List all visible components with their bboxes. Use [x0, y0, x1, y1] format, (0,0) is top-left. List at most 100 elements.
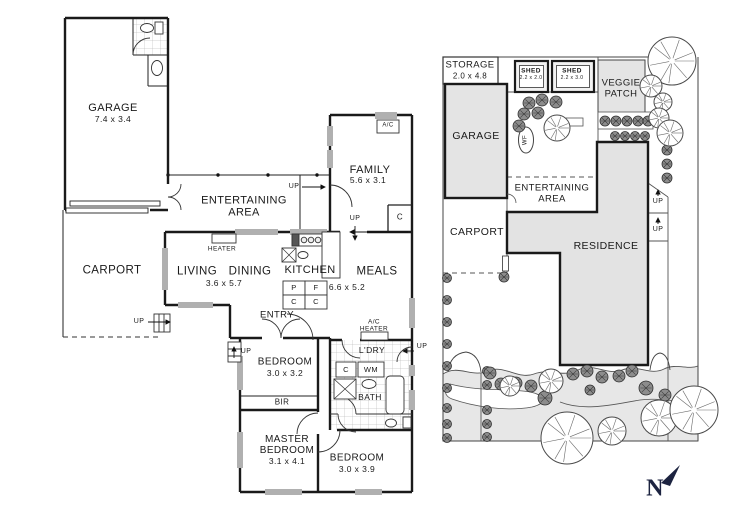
toilet	[385, 418, 397, 428]
tree-icon	[540, 411, 594, 465]
up-label-site-2: UP	[652, 226, 664, 234]
cupboard-laundry-label: C	[343, 364, 349, 374]
shrub-icon	[599, 115, 611, 127]
dining-label: DINING	[228, 265, 272, 278]
laundry-fixtures	[330, 361, 412, 429]
garage-label: GARAGE	[88, 101, 138, 114]
shrub-icon	[482, 432, 492, 442]
meals-ac-heater	[360, 331, 389, 341]
storage-label: STORAGE	[445, 59, 495, 71]
fridge-label: F	[313, 282, 319, 292]
shrub-icon	[524, 379, 538, 393]
shrub-icon	[512, 119, 526, 133]
tree-icon	[538, 368, 564, 394]
shrub-icon	[483, 366, 497, 380]
shrub-icon	[498, 271, 510, 283]
shrub-icon	[640, 131, 650, 141]
cupboard-meals-label: C	[396, 212, 404, 222]
up-arrows	[148, 184, 414, 358]
family-label: FAMILY	[349, 163, 391, 176]
tree-icon	[597, 416, 627, 446]
kitchen-label: KITCHEN	[284, 263, 336, 276]
bir-label: BIR	[274, 397, 290, 407]
shrub-icon	[595, 370, 609, 384]
bedroom1-label: BEDROOM	[257, 356, 313, 368]
shrub-icon	[442, 433, 452, 443]
shrub-icon	[620, 131, 630, 141]
water-feature	[518, 126, 534, 154]
shrub-icon	[442, 361, 452, 371]
master-bedroom-label: MASTER BEDROOM	[259, 433, 315, 456]
family-dims: 5.6 x 3.1	[349, 175, 387, 186]
garage-door-slab-1	[69, 200, 161, 207]
shrub-icon	[442, 403, 452, 413]
up-label-family: UP	[349, 215, 361, 223]
washing-machine	[357, 361, 385, 378]
shed-small-dims: 2.2 x 2.0	[519, 75, 543, 82]
shrub-icon	[632, 115, 644, 127]
shrub-icon	[442, 339, 452, 349]
shrub-icon	[535, 93, 549, 107]
shrub-icon	[661, 144, 673, 156]
floor-plan	[62, 16, 415, 495]
shrub-icon	[638, 380, 654, 396]
right-gate	[649, 352, 671, 371]
meals-label: MEALS	[356, 265, 398, 278]
residence-label: RESIDENCE	[573, 240, 639, 253]
compass-arrow	[661, 465, 680, 486]
veggie-patch-label: VEGGIE PATCH	[601, 77, 641, 99]
shrub-icon	[482, 419, 492, 429]
kitchen-fixtures	[281, 231, 341, 310]
tree-icon	[543, 114, 571, 142]
shed-small-inner	[519, 65, 544, 88]
tree-icon	[639, 74, 663, 98]
cupboard-kitchen-2: C	[313, 296, 319, 306]
door-arcs	[132, 37, 413, 453]
shed-large-inner	[556, 65, 590, 88]
garage-dims: 7.4 x 3.4	[94, 114, 132, 125]
up-label-laundry: UP	[416, 343, 428, 351]
family-ac-label: A/C	[382, 122, 394, 129]
shrub-icon	[517, 107, 531, 121]
pantry-label: P	[291, 282, 297, 292]
living-heater	[211, 233, 237, 244]
shed-small-label: SHED	[521, 67, 541, 75]
site-entertaining-door-arc	[506, 193, 517, 204]
up-label-deck: UP	[288, 183, 300, 191]
compass-north-label: N	[646, 475, 664, 502]
meals-dims: 6.6 x 5.2	[328, 282, 366, 293]
shrub-icon	[661, 158, 673, 170]
bedroom2-dims: 3.0 x 3.9	[338, 464, 376, 475]
shrub-icon	[658, 388, 672, 402]
master-bedroom-dims: 3.1 x 4.1	[268, 456, 306, 467]
residence-outline	[505, 140, 650, 367]
shrub-icon	[621, 115, 633, 127]
up-label-carport: UP	[133, 318, 145, 326]
shrub-icon	[661, 172, 673, 184]
left-gate	[447, 351, 482, 373]
site-carport-label: CARPORT	[450, 226, 504, 239]
shrub-icon	[625, 364, 639, 378]
living-dining-dims: 3.6 x 5.7	[205, 278, 243, 289]
site-entertaining-label: ENTERTAINING AREA	[514, 182, 590, 204]
bath-label: BATH	[358, 392, 382, 403]
site-boundary	[442, 56, 699, 442]
thin-lines	[62, 18, 330, 397]
shrub-icon	[522, 96, 536, 110]
bath-tub	[385, 375, 405, 415]
shrub-icon	[442, 419, 452, 429]
water-feature-label: WF	[522, 134, 529, 146]
wm-label: WM	[363, 364, 379, 374]
shrub-icon	[612, 369, 626, 383]
shrub-icon	[442, 295, 452, 305]
meals-closet	[387, 204, 412, 232]
shrub-icon	[584, 384, 596, 396]
shrub-icon	[566, 367, 580, 381]
bedroom1-dims: 3.0 x 3.2	[266, 368, 304, 379]
wc-fixtures	[140, 21, 164, 76]
heater-units	[211, 119, 400, 341]
entry-label: ENTRY	[259, 309, 295, 321]
toilet-tank	[402, 416, 412, 429]
